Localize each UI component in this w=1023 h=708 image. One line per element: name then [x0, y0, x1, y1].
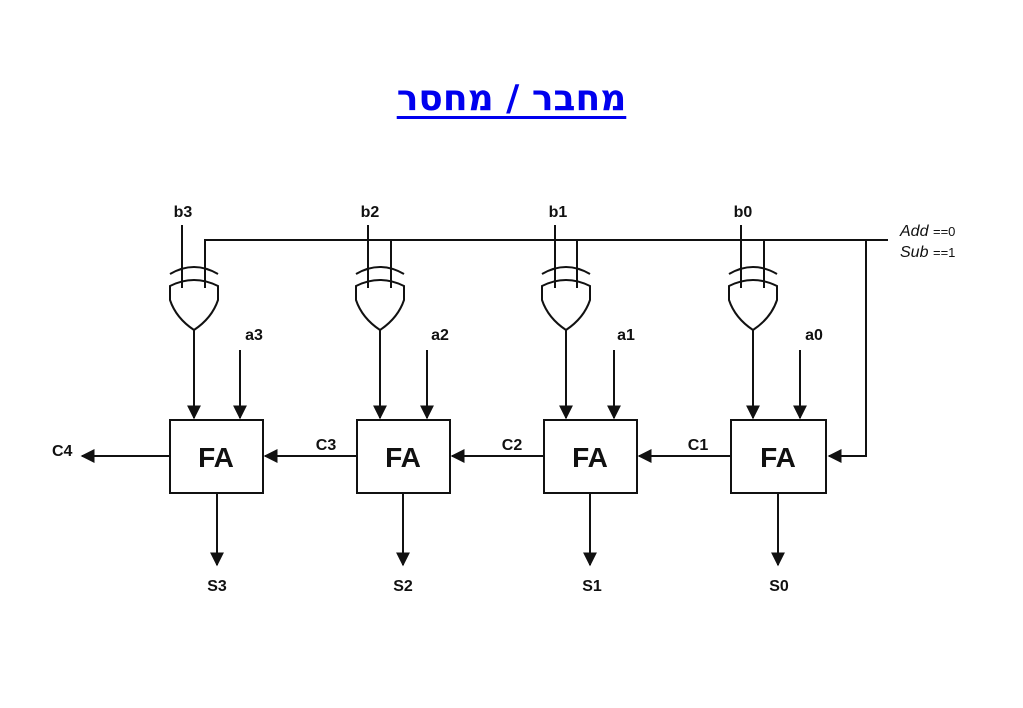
page-title: מחבר / מחסר — [396, 78, 627, 119]
output-s3-label: S3 — [207, 578, 227, 595]
output-s0-label: S0 — [769, 578, 789, 595]
full-adder-3-label: FA — [198, 442, 234, 473]
input-a0-label: a0 — [805, 327, 823, 344]
output-s2-label: S2 — [393, 578, 413, 595]
full-adder-1 — [543, 419, 638, 494]
xor-gate-0 — [728, 266, 778, 332]
carry-c3-label: C3 — [316, 437, 337, 454]
full-adder-0-label: FA — [760, 442, 796, 473]
full-adder-2-label: FA — [385, 442, 421, 473]
sub-control-value: ==1 — [933, 245, 955, 260]
xor-gate-1 — [541, 266, 591, 332]
input-a3-label: a3 — [245, 327, 263, 344]
input-b2-label: b2 — [361, 204, 380, 221]
full-adder-0 — [730, 419, 827, 494]
sub-control-label: Sub — [900, 244, 929, 261]
add-control-value: ==0 — [933, 224, 955, 239]
carry-c4-label: C4 — [52, 443, 73, 460]
add-control-label: Add — [899, 223, 930, 240]
bit-slice-3: b3 a3 FA S3 C4 — [52, 204, 264, 595]
input-b3-label: b3 — [174, 204, 193, 221]
xor-gate-2 — [355, 266, 405, 332]
input-a1-label: a1 — [617, 327, 635, 344]
bit-slice-1: b1 a1 FA S1 C2 — [450, 204, 638, 595]
carry-c2-label: C2 — [502, 437, 523, 454]
full-adder-1-label: FA — [572, 442, 608, 473]
input-a2-label: a2 — [431, 327, 449, 344]
input-b1-label: b1 — [549, 204, 568, 221]
xor-gate-3 — [169, 266, 219, 332]
bit-slice-2: b2 a2 FA S2 C3 — [263, 204, 451, 595]
bit-slice-0: b0 a0 FA S0 C1 — [637, 204, 827, 595]
input-b0-label: b0 — [734, 204, 753, 221]
output-s1-label: S1 — [582, 578, 602, 595]
full-adder-3 — [169, 419, 264, 494]
carry-c1-label: C1 — [688, 437, 709, 454]
control-line — [204, 239, 888, 463]
